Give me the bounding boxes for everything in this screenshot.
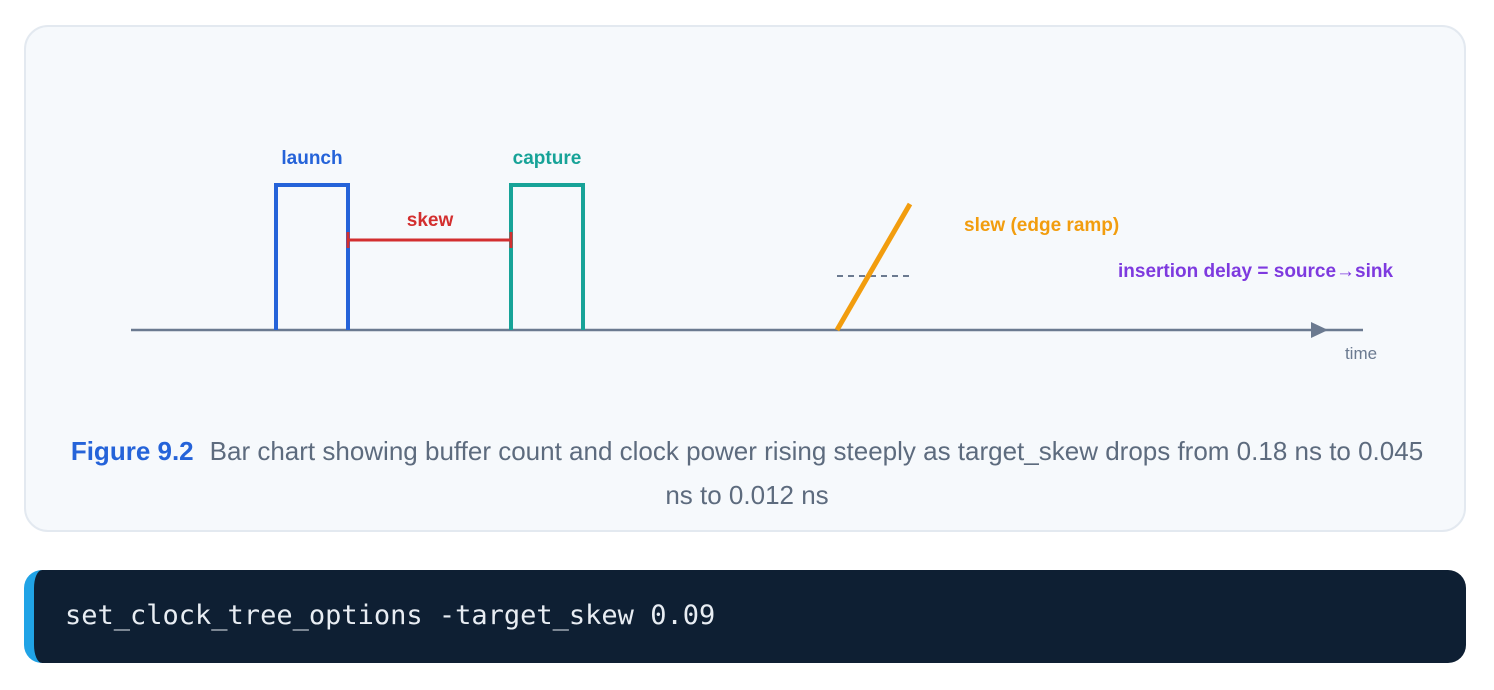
- figure-caption: Figure 9.2 Bar chart showing buffer count…: [66, 429, 1428, 517]
- time-axis-arrowhead: [1311, 322, 1328, 338]
- launch-clock-pulse: [274, 183, 350, 330]
- slew-edge-ramp: [834, 202, 913, 332]
- capture-clock-pulse: [509, 183, 585, 330]
- figure-caption-text: Bar chart showing buffer count and clock…: [209, 436, 1424, 510]
- code-block: set_clock_tree_options -target_skew 0.09: [24, 570, 1466, 663]
- code-line: set_clock_tree_options -target_skew 0.09: [65, 600, 716, 631]
- slew-label: slew (edge ramp): [964, 215, 1119, 236]
- insertion-delay-label: insertion delay = source→sink: [1118, 261, 1394, 282]
- figure-card: time launch capture skew slew (edge ramp…: [24, 25, 1466, 532]
- capture-label: capture: [513, 148, 582, 169]
- time-axis-label: time: [1345, 344, 1377, 363]
- skew-label: skew: [407, 210, 454, 231]
- figure-number: Figure 9.2: [70, 436, 194, 466]
- launch-label: launch: [281, 148, 342, 169]
- clock-timing-diagram: time launch capture skew slew (edge ramp…: [131, 148, 1394, 363]
